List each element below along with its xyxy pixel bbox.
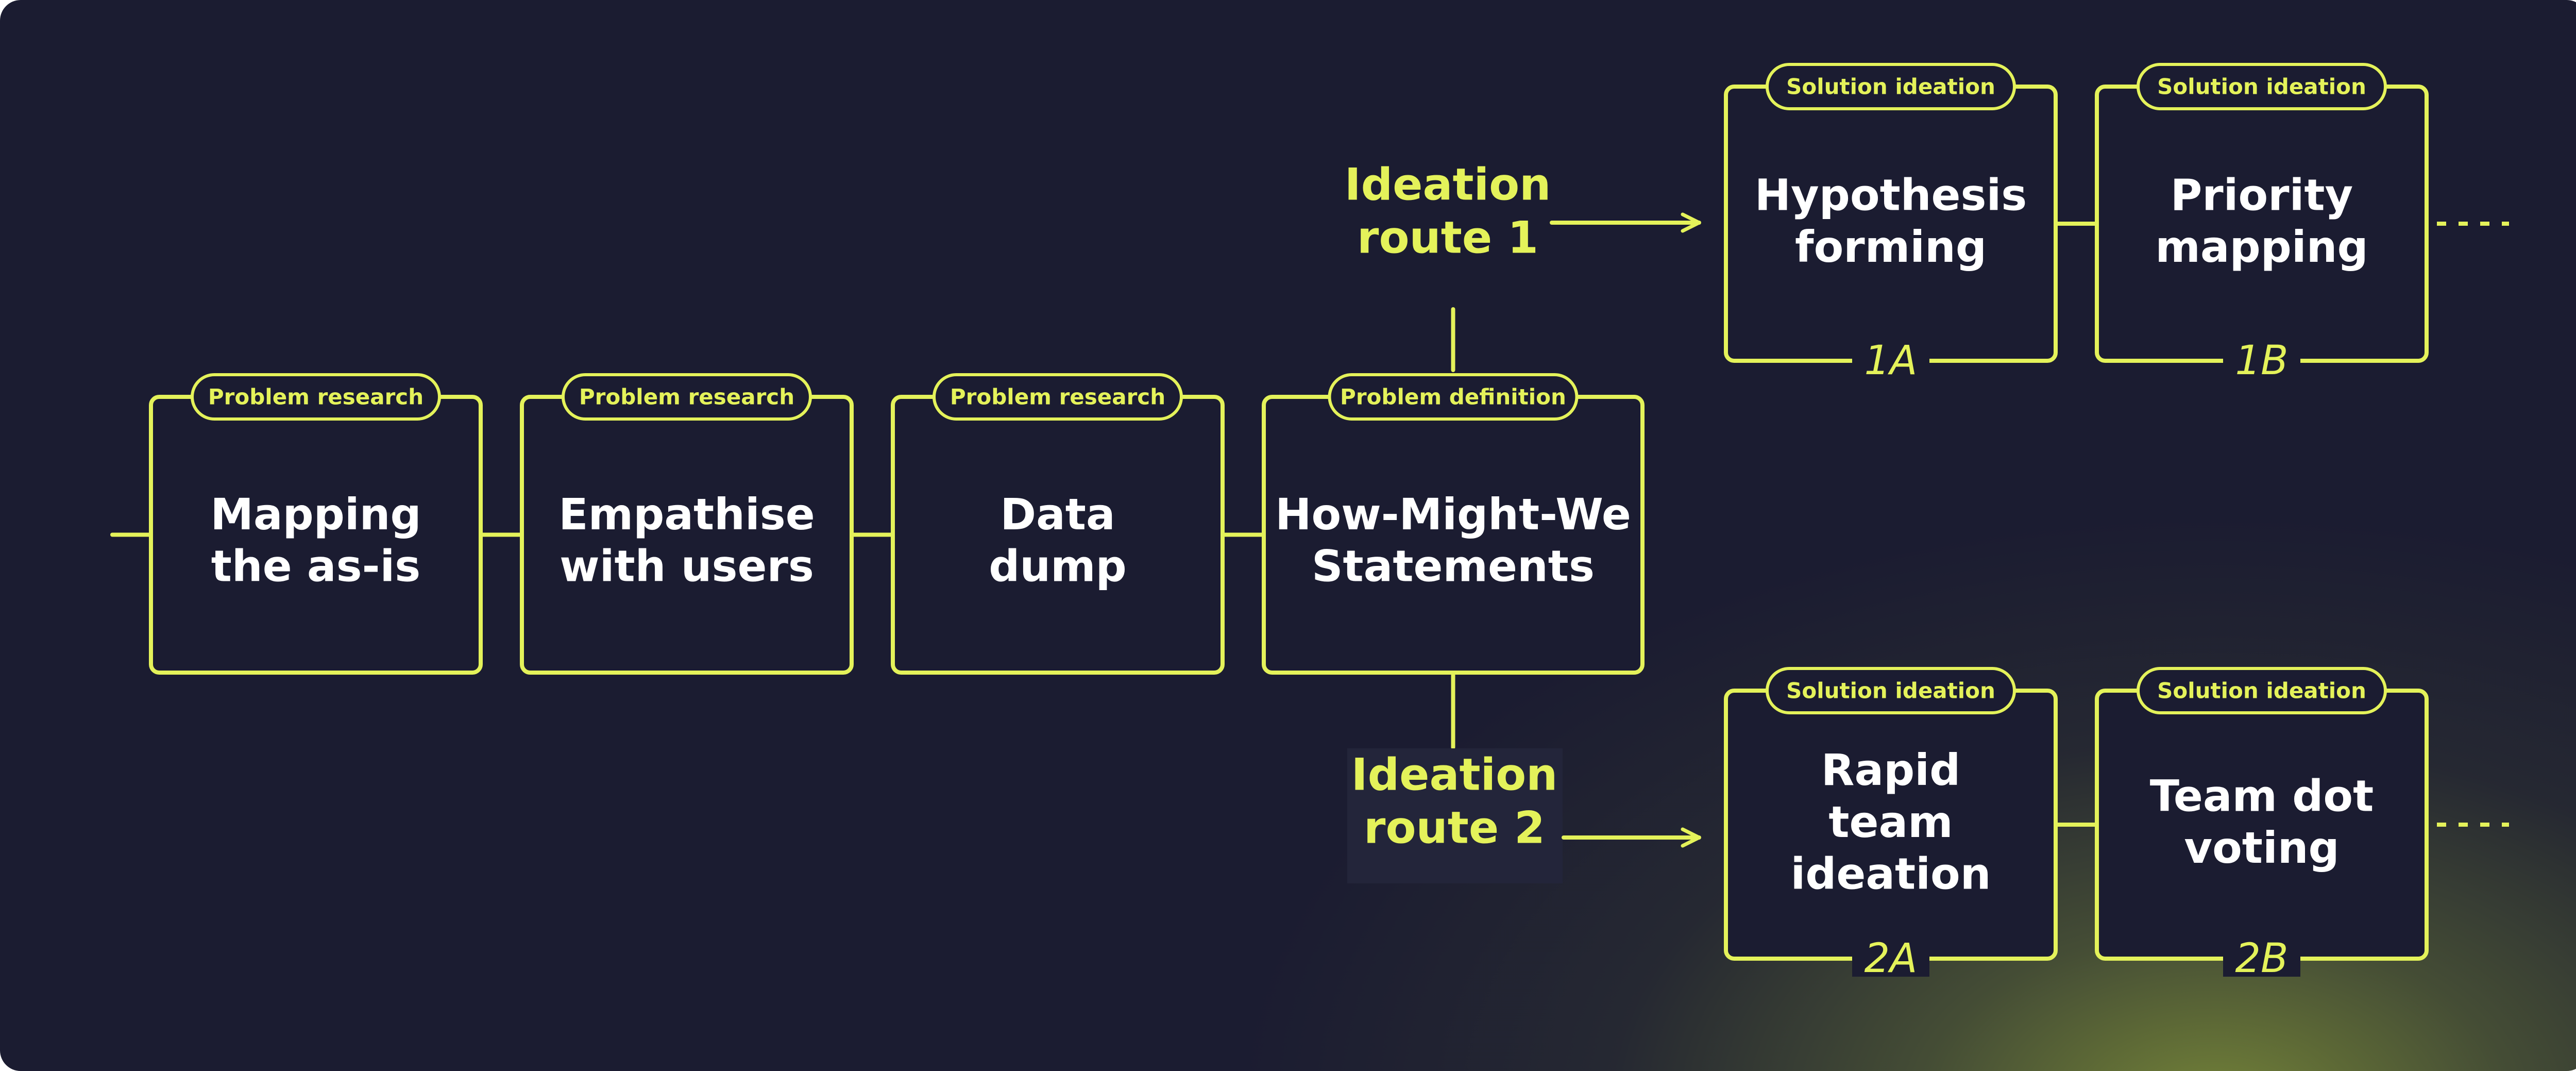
category-badge <box>933 373 1183 421</box>
category-badge <box>2137 667 2387 714</box>
boxes-layer: Solution ideationHypothesisforming1ASolu… <box>149 63 2429 982</box>
step-title: Empathise <box>558 489 815 540</box>
category-badge-label: Solution ideation <box>2157 678 2366 704</box>
step-code-gap <box>1852 941 1929 977</box>
category-badge-label: Problem research <box>950 384 1165 410</box>
route-label-text: route 2 <box>1364 802 1545 854</box>
step-title: ideation <box>1790 849 1991 899</box>
category-badge <box>1328 373 1579 421</box>
step-title: How-Might-We <box>1275 489 1631 540</box>
step-title: Mapping <box>210 489 421 540</box>
step-title: Rapid <box>1821 745 1960 795</box>
category-badge-label: Problem research <box>579 384 794 410</box>
category-badge <box>1766 667 2016 714</box>
step-title: forming <box>1795 222 1987 272</box>
step-title: with users <box>560 541 814 592</box>
route-label-backdrop <box>1347 748 1563 883</box>
step-title: mapping <box>2155 222 2368 272</box>
category-badge-label: Problem definition <box>1340 384 1566 410</box>
step-title: dump <box>989 541 1127 592</box>
category-badge-label: Problem research <box>208 384 423 410</box>
category-badge <box>2137 63 2387 110</box>
category-badge <box>562 373 812 421</box>
step-title: Priority <box>2171 170 2353 220</box>
step-title: Team dot <box>2150 771 2374 821</box>
route-label-text: route 1 <box>1357 212 1538 264</box>
category-badge-label: Solution ideation <box>1786 74 1995 99</box>
step-title: Statements <box>1312 541 1595 592</box>
step-title: the as-is <box>211 541 421 592</box>
category-badge-label: Solution ideation <box>1786 678 1995 704</box>
route-label-text: Ideation <box>1345 159 1551 210</box>
step-code-gap <box>2223 343 2300 379</box>
step-title: Hypothesis <box>1755 170 2027 220</box>
step-code-label: 2A <box>1865 935 1918 982</box>
step-title: team <box>1828 797 1953 847</box>
category-badge <box>191 373 441 421</box>
route-label-text: Ideation <box>1351 749 1558 800</box>
step-code-label: 1B <box>2235 338 2288 384</box>
step-code-label: 2B <box>2235 935 2288 982</box>
step-code-gap <box>1852 343 1929 379</box>
category-badge <box>1766 63 2016 110</box>
step-title: voting <box>2184 823 2339 873</box>
step-code-label: 1A <box>1865 338 1918 384</box>
category-badge-label: Solution ideation <box>2157 74 2366 99</box>
step-title: Data <box>1000 489 1115 540</box>
step-code-gap <box>2223 941 2300 977</box>
